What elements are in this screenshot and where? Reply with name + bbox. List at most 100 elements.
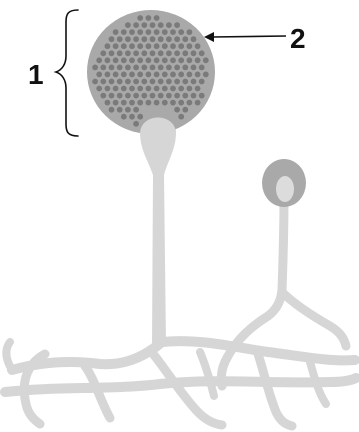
spore (105, 86, 111, 92)
spore (199, 93, 205, 99)
spore (166, 50, 172, 56)
spore (125, 93, 131, 99)
spore (105, 43, 111, 49)
spore (162, 86, 168, 92)
bracket-icon (56, 10, 78, 136)
spore (113, 100, 119, 106)
spore-label: 2 (290, 23, 306, 54)
spore (154, 86, 160, 92)
spore (199, 79, 205, 85)
spore (117, 50, 123, 56)
spore (182, 65, 188, 71)
spore (133, 22, 139, 28)
spore (92, 79, 98, 85)
spore (187, 43, 193, 49)
spore (129, 72, 135, 78)
spore (129, 100, 135, 106)
spore (195, 57, 201, 63)
spore (154, 43, 160, 49)
young-columella (276, 176, 294, 202)
spore (158, 22, 164, 28)
spore (146, 86, 152, 92)
hypha-left-tail (6, 342, 12, 370)
spore (146, 57, 152, 63)
spore (121, 86, 127, 92)
spore (166, 22, 172, 28)
spore (191, 79, 197, 85)
spore (178, 72, 184, 78)
spore (187, 29, 193, 35)
spore (199, 65, 205, 71)
spore (121, 43, 127, 49)
spore (96, 57, 102, 63)
spore (170, 43, 176, 49)
spore (113, 86, 119, 92)
spore (195, 86, 201, 92)
spore (162, 29, 168, 35)
spore (100, 93, 106, 99)
spore (174, 65, 180, 71)
spore (133, 65, 139, 71)
spore (166, 36, 172, 42)
spore (170, 29, 176, 35)
spore (133, 107, 139, 113)
mycelium (5, 341, 356, 426)
spore (166, 93, 172, 99)
spore (92, 65, 98, 71)
spore (129, 114, 135, 120)
spore (182, 50, 188, 56)
spore (117, 79, 123, 85)
spore (162, 72, 168, 78)
spore (203, 72, 209, 78)
spore (150, 50, 156, 56)
spore (146, 100, 152, 106)
spore (133, 121, 139, 127)
spore (174, 93, 180, 99)
spore (158, 79, 164, 85)
spore (141, 79, 147, 85)
spore (154, 15, 160, 21)
spore (154, 57, 160, 63)
spore (125, 79, 131, 85)
spore (109, 107, 115, 113)
spore (109, 93, 115, 99)
spore (141, 65, 147, 71)
spore (133, 50, 139, 56)
spore (158, 50, 164, 56)
spore (154, 100, 160, 106)
spore (117, 107, 123, 113)
spore (125, 65, 131, 71)
spore (195, 100, 201, 106)
spore (141, 93, 147, 99)
spore (146, 29, 152, 35)
spore (109, 50, 115, 56)
spore (121, 72, 127, 78)
spore (96, 86, 102, 92)
spore (113, 72, 119, 78)
spore (146, 72, 152, 78)
spore (109, 79, 115, 85)
spore (158, 65, 164, 71)
spore (191, 36, 197, 42)
spore (117, 36, 123, 42)
spore (121, 114, 127, 120)
spore (199, 50, 205, 56)
spore (174, 22, 180, 28)
spore (187, 72, 193, 78)
spore (178, 57, 184, 63)
hypha-right-branch (258, 354, 292, 426)
spore (129, 43, 135, 49)
spore (141, 36, 147, 42)
young-stalk-branch-right (282, 292, 346, 346)
spore (113, 43, 119, 49)
spore (133, 79, 139, 85)
spore (100, 65, 106, 71)
spore (146, 43, 152, 49)
sporangiophore-stalk (140, 117, 176, 345)
spore (150, 65, 156, 71)
spore (105, 57, 111, 63)
spore (113, 29, 119, 35)
spore (133, 36, 139, 42)
spore (187, 86, 193, 92)
